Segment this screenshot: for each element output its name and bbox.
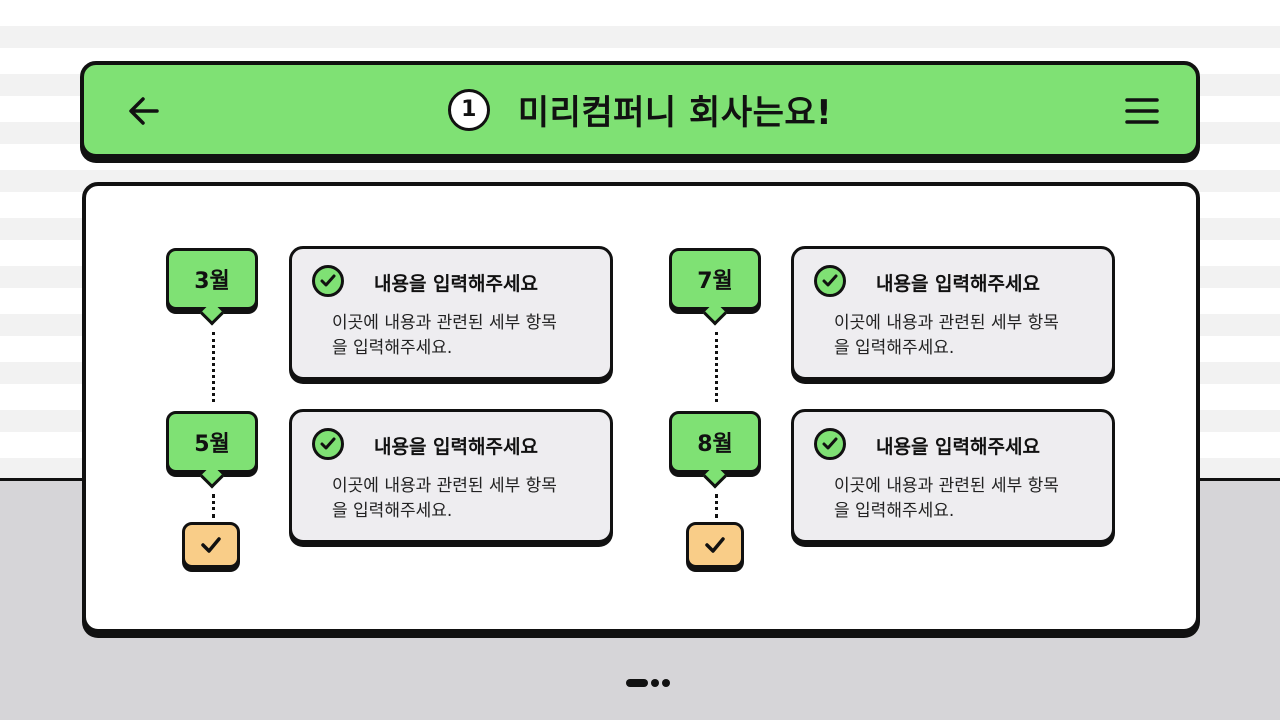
card-description: 이곳에 내용과 관련된 세부 항목 을 입력해주세요. (332, 474, 592, 524)
complete-marker (686, 522, 744, 568)
page-indicator[interactable] (626, 679, 670, 687)
page-indicator-dot[interactable] (651, 679, 659, 687)
timeline-card: 내용을 입력해주세요 이곳에 내용과 관련된 세부 항목 을 입력해주세요. (791, 246, 1115, 380)
header-bar: 1 미리컴퍼니 회사는요! (80, 61, 1200, 158)
card-description-line: 이곳에 내용과 관련된 세부 항목 (834, 313, 1059, 333)
timeline-connector (212, 332, 215, 402)
card-description-line: 을 입력해주세요. (834, 501, 955, 521)
card-description: 이곳에 내용과 관련된 세부 항목 을 입력해주세요. (834, 311, 1094, 361)
month-badge: 3월 (166, 248, 258, 310)
check-circle-icon (814, 428, 846, 460)
complete-marker (182, 522, 240, 568)
card-title: 내용을 입력해주세요 (876, 436, 1040, 458)
card-description-line: 을 입력해주세요. (332, 501, 453, 521)
check-icon (320, 274, 336, 287)
check-icon (201, 537, 221, 553)
page-title: 미리컴퍼니 회사는요! (517, 93, 833, 133)
card-title: 내용을 입력해주세요 (876, 273, 1040, 295)
title-group: 1 미리컴퍼니 회사는요! (84, 65, 1196, 154)
menu-button[interactable] (1122, 93, 1162, 129)
check-circle-icon (312, 265, 344, 297)
card-description-line: 이곳에 내용과 관련된 세부 항목 (834, 476, 1059, 496)
card-description-line: 이곳에 내용과 관련된 세부 항목 (332, 476, 557, 496)
timeline-card: 내용을 입력해주세요 이곳에 내용과 관련된 세부 항목 을 입력해주세요. (791, 409, 1115, 543)
month-badge: 5월 (166, 411, 258, 473)
timeline-card: 내용을 입력해주세요 이곳에 내용과 관련된 세부 항목 을 입력해주세요. (289, 246, 613, 380)
check-icon (822, 437, 838, 450)
page-indicator-current[interactable] (626, 679, 648, 687)
timeline-connector (715, 332, 718, 402)
check-circle-icon (312, 428, 344, 460)
timeline-panel: 3월 5월 내용을 입력해주세요 이곳에 내용과 관련된 세부 항목 을 입력해… (82, 182, 1200, 633)
timeline-connector (212, 494, 215, 518)
check-icon (822, 274, 838, 287)
month-badge: 7월 (669, 248, 761, 310)
card-title: 내용을 입력해주세요 (374, 436, 538, 458)
timeline-card: 내용을 입력해주세요 이곳에 내용과 관련된 세부 항목 을 입력해주세요. (289, 409, 613, 543)
card-description-line: 을 입력해주세요. (834, 338, 955, 358)
card-title: 내용을 입력해주세요 (374, 273, 538, 295)
hamburger-menu-icon (1125, 98, 1159, 124)
page-indicator-dot[interactable] (662, 679, 670, 687)
card-description: 이곳에 내용과 관련된 세부 항목 을 입력해주세요. (834, 474, 1094, 524)
card-description: 이곳에 내용과 관련된 세부 항목 을 입력해주세요. (332, 311, 592, 361)
check-circle-icon (814, 265, 846, 297)
month-badge: 8월 (669, 411, 761, 473)
card-description-line: 이곳에 내용과 관련된 세부 항목 (332, 313, 557, 333)
arrow-left-icon (129, 97, 159, 125)
card-description-line: 을 입력해주세요. (332, 338, 453, 358)
step-number-badge: 1 (447, 88, 490, 131)
check-icon (320, 437, 336, 450)
back-button[interactable] (124, 93, 164, 129)
timeline-connector (715, 494, 718, 518)
check-icon (705, 537, 725, 553)
